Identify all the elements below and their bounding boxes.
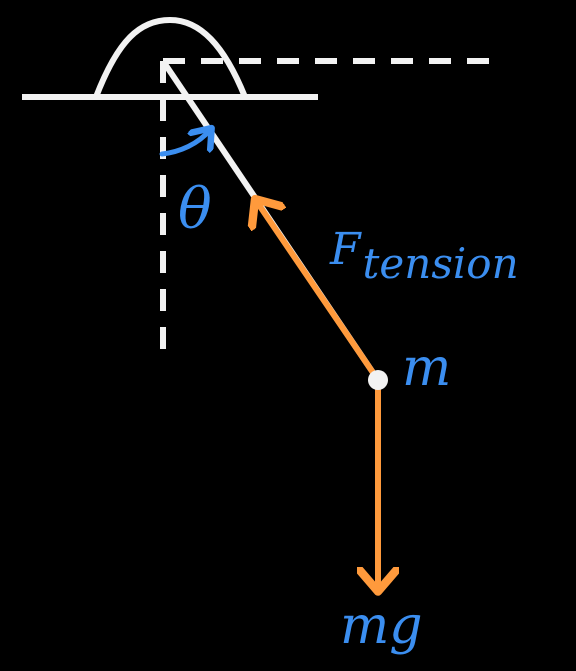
angle-arc xyxy=(159,130,210,157)
weight-label: mg xyxy=(340,596,423,656)
tension-label: Ftension xyxy=(329,224,519,288)
theta-label: θ xyxy=(178,177,212,242)
support-arch xyxy=(93,16,248,99)
tension-label-base: F xyxy=(329,224,362,275)
tension-force-arrow xyxy=(257,202,381,383)
tension-label-subscript: tension xyxy=(363,239,519,288)
mass-label: m xyxy=(402,338,451,398)
mass-bob xyxy=(368,370,388,390)
